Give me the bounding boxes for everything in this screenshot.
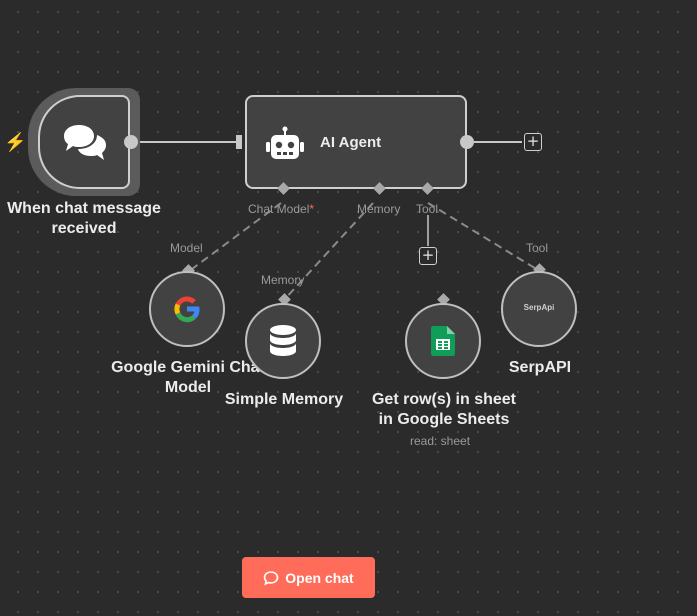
simple-memory-node[interactable] <box>245 303 321 379</box>
trigger-bolt-icon: ⚡ <box>4 132 27 152</box>
google-gemini-label: Google Gemini Chat Model <box>111 359 265 396</box>
tool-port-label: Tool <box>416 202 439 216</box>
agent-input-handle <box>236 135 242 149</box>
google-sheets-subtitle: read: sheet <box>410 434 471 448</box>
chat-model-port-label: Chat Model* <box>248 202 315 216</box>
ai-agent-node[interactable] <box>245 95 467 189</box>
google-sheets-icon <box>431 326 455 356</box>
google-gemini-node[interactable] <box>149 271 225 347</box>
serpapi-port-label: Tool <box>526 241 549 255</box>
add-tool-button[interactable]: + <box>419 247 437 265</box>
google-sheets-node[interactable] <box>405 303 481 379</box>
google-sheets-label: Get row(s) in sheet in Google Sheets <box>371 391 517 428</box>
chat-model-connection <box>187 202 282 273</box>
agent-output-handle[interactable] <box>460 135 474 149</box>
trigger-output-handle[interactable] <box>124 135 138 149</box>
ai-agent-title: AI Agent <box>320 134 382 151</box>
tool-connection <box>427 202 539 271</box>
chat-bubbles-icon <box>64 125 106 160</box>
database-icon <box>270 325 296 356</box>
serpapi-logo: SerpApi <box>523 303 555 312</box>
open-chat-label: Open chat <box>285 569 354 586</box>
serpapi-label: SerpAPI <box>508 359 572 376</box>
google-icon <box>174 296 200 323</box>
memory-node-port-label: Memory <box>261 273 305 287</box>
trigger-node-label: When chat message received <box>7 200 161 237</box>
serpapi-node[interactable]: SerpApi <box>501 271 577 347</box>
simple-memory-label: Simple Memory <box>224 391 344 408</box>
memory-port-label: Memory <box>357 202 401 216</box>
trigger-node[interactable] <box>38 95 130 189</box>
robot-icon <box>266 126 304 159</box>
chat-bubble-icon <box>263 570 279 585</box>
gemini-port-label: Model <box>170 241 203 255</box>
open-chat-button[interactable]: Open chat <box>242 557 375 598</box>
agent-add-node-button[interactable]: + <box>524 133 542 151</box>
memory-connection <box>283 202 374 301</box>
